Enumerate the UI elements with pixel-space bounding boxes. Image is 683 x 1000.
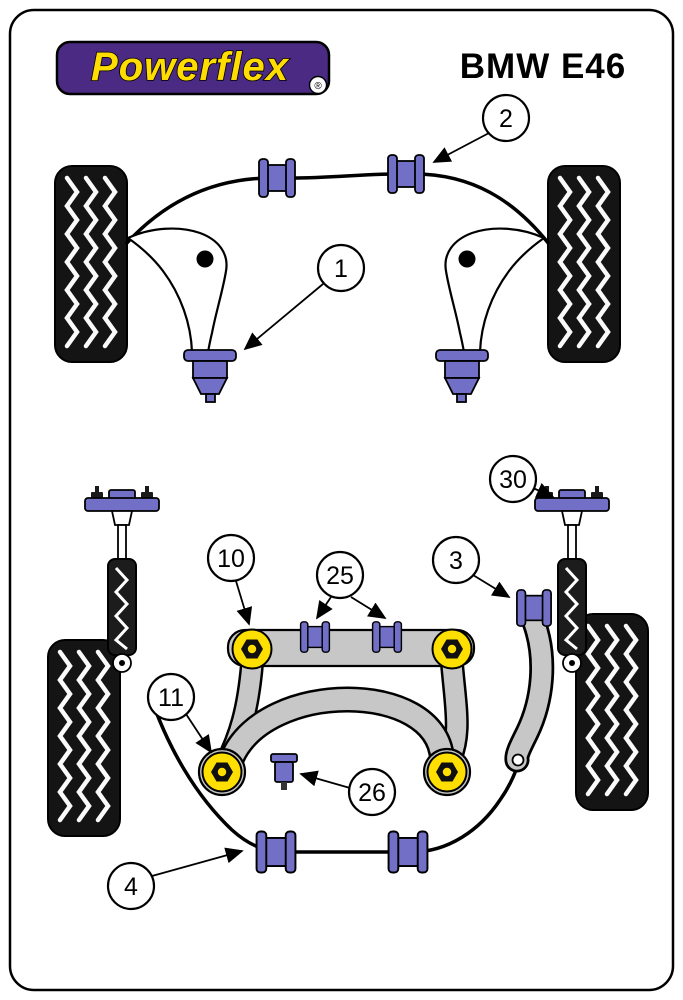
subframe-rear-left-bush xyxy=(201,751,243,793)
callout-2-circle xyxy=(481,93,531,143)
callout-10: 10 xyxy=(206,533,256,626)
front-left-control-arm xyxy=(125,227,237,403)
rear-arb-link-bracket xyxy=(504,589,555,773)
front-right-control-arm xyxy=(435,227,547,403)
callout-25: 25 xyxy=(315,550,387,620)
rear-arb-bush-left xyxy=(255,830,297,874)
callout-11-arrow xyxy=(185,713,212,754)
callout-26-arrow xyxy=(299,770,351,789)
registered-mark-badge xyxy=(308,75,328,95)
front-anti-roll-bar xyxy=(124,172,551,246)
model-title: BMW E46 xyxy=(460,47,626,86)
ball-joint-dot xyxy=(196,250,214,268)
front-right-arm-bush xyxy=(435,349,489,403)
rear-arb-link-bush xyxy=(516,589,552,627)
page-border xyxy=(8,8,675,992)
subframe-front-left-bush xyxy=(231,628,273,670)
callout-30-circle xyxy=(488,454,538,504)
front-right-tire xyxy=(548,166,620,362)
front-left-arm-bush xyxy=(183,349,237,403)
callout-2-label: 2 xyxy=(499,105,513,133)
callout-10-arrow xyxy=(235,580,253,626)
beam-mount-bush-right xyxy=(371,621,403,653)
callout-2: 2 xyxy=(432,93,531,163)
callout-3-arrow xyxy=(472,574,511,598)
rear-left-tire xyxy=(48,640,120,836)
front-arb-bush-left xyxy=(258,158,296,198)
callout-3-label: 3 xyxy=(449,547,463,575)
link-bolt xyxy=(511,753,525,767)
callout-2-arrow xyxy=(432,132,490,163)
callout-1-circle xyxy=(316,243,366,293)
callout-3-circle xyxy=(431,535,481,585)
front-left-tire xyxy=(55,166,127,362)
callout-25-arrow-right xyxy=(350,596,387,619)
beam-mount-bush-left xyxy=(299,621,331,653)
callout-25-label: 25 xyxy=(326,562,354,590)
callout-3: 3 xyxy=(431,535,511,598)
ball-joint-dot xyxy=(458,250,476,268)
callout-30: 30 xyxy=(488,454,555,504)
subframe-front-right-bush xyxy=(431,628,473,670)
callout-10-circle xyxy=(206,533,256,583)
powerflex-logo: Powerflex ® xyxy=(55,40,331,96)
callout-4: 4 xyxy=(106,847,244,911)
callout-25-arrow-left xyxy=(316,596,333,620)
front-arb-bush-right xyxy=(387,154,425,194)
callout-1-arrow xyxy=(243,283,324,351)
callout-26-label: 26 xyxy=(358,779,386,807)
rear-arb-bush-right xyxy=(387,830,429,874)
callout-4-label: 4 xyxy=(124,873,138,901)
callout-11-label: 11 xyxy=(158,684,184,712)
subframe-rear-right-bush xyxy=(426,751,468,793)
callout-26-circle xyxy=(347,767,397,817)
callout-4-arrow xyxy=(151,847,244,877)
callout-25-circle xyxy=(315,550,365,600)
callout-11: 11 xyxy=(146,672,212,754)
callout-1: 1 xyxy=(243,243,366,351)
registered-mark: ® xyxy=(314,81,322,92)
diff-mount-bush xyxy=(270,753,298,790)
callout-10-label: 10 xyxy=(217,545,245,573)
callout-30-arrow xyxy=(532,482,555,498)
front-suspension-figure: 2 1 xyxy=(55,93,620,403)
brand-wordmark: Powerflex xyxy=(91,45,290,89)
callout-11-circle xyxy=(146,672,196,722)
rear-subframe xyxy=(197,621,476,797)
callout-4-circle xyxy=(106,861,156,911)
subframe-front-beam xyxy=(226,628,476,668)
callout-30-label: 30 xyxy=(499,466,527,494)
rear-suspension-figure: 30 10 25 3 11 xyxy=(48,454,648,911)
callout-26: 26 xyxy=(299,767,397,817)
logo-plate xyxy=(55,40,331,96)
callout-1-label: 1 xyxy=(334,255,348,283)
